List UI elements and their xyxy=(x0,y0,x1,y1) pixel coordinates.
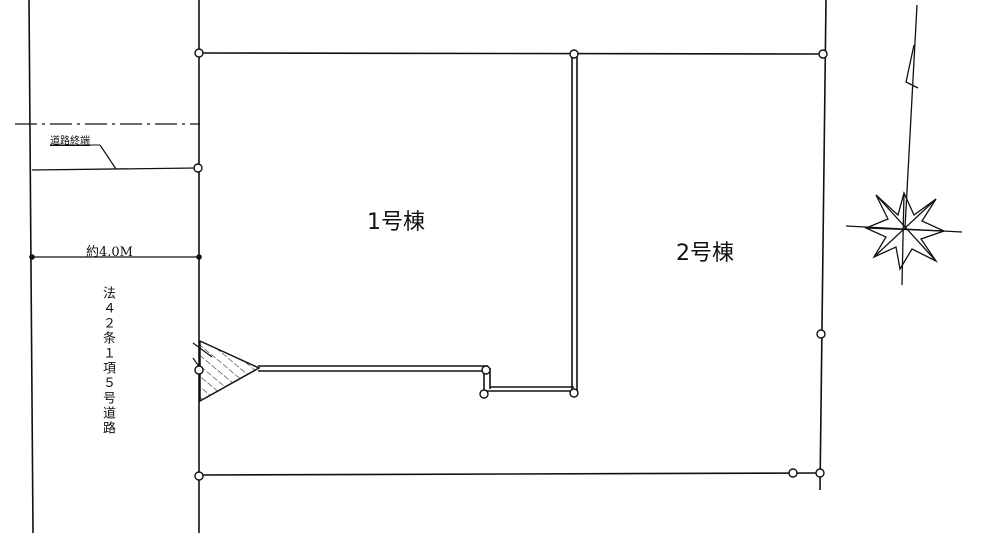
site-north-boundary xyxy=(198,52,824,55)
site-south-boundary xyxy=(198,472,822,476)
building-1-label: 1号棟 xyxy=(367,210,425,235)
road-end-line xyxy=(31,167,198,171)
road-width-label: 約4.0M xyxy=(86,245,133,260)
site-east-boundary xyxy=(819,0,827,491)
boundary-markers xyxy=(193,48,828,481)
corner-cut-hatch xyxy=(199,339,261,403)
road-end-leader xyxy=(99,144,117,170)
road-end-label: 道路終端 xyxy=(50,136,90,147)
building-2-label: 2号棟 xyxy=(676,241,734,266)
road-left-edge xyxy=(28,0,34,534)
compass-rose-icon xyxy=(845,4,963,286)
road-classification-label: 法４２条１項５号道路 xyxy=(100,286,115,436)
